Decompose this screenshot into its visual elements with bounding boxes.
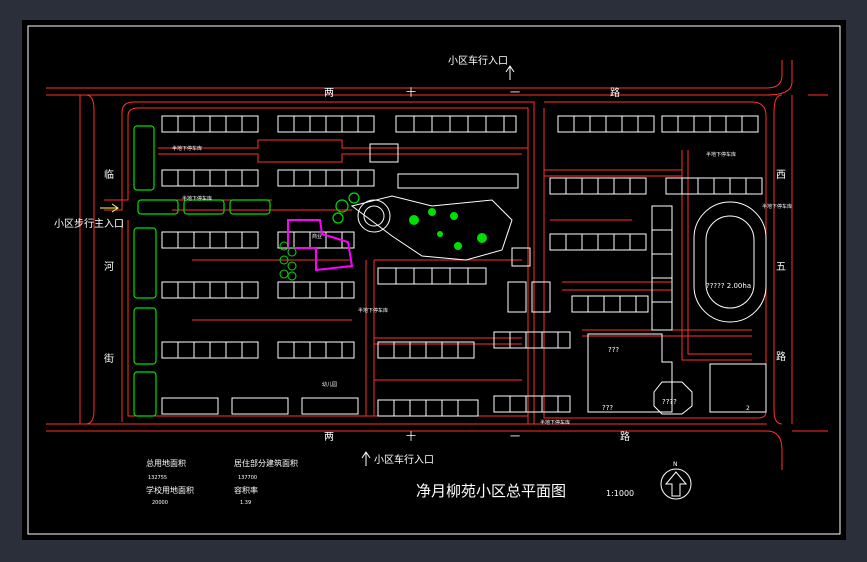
road-bottom-char-1: 两 xyxy=(324,432,334,443)
parking-label-3: 半地下停车库 xyxy=(706,151,736,158)
commercial-center-outline xyxy=(287,219,354,272)
site-area-label: 总用地面积 xyxy=(146,458,186,468)
road-top-char-4: 路 xyxy=(610,86,620,99)
school-building-a xyxy=(587,333,673,413)
parking-label-2: 半地下停车库 xyxy=(182,195,212,202)
road-bottom-char-2: 十 xyxy=(406,430,416,443)
pedestrian-entrance-label: 小区步行主入口 xyxy=(54,217,124,230)
residential-buildings xyxy=(161,115,763,417)
school-building-c xyxy=(709,363,767,413)
parking-label-6: 半地下停车库 xyxy=(540,419,570,426)
school-label-b: ??? xyxy=(602,404,613,412)
school-label-a: ??? xyxy=(608,346,619,354)
residential-area-label: 居住部分建筑面积 xyxy=(234,458,298,468)
parking-label-4: 半地下停车库 xyxy=(762,203,792,210)
bottom-entrance-arrow-icon xyxy=(361,451,371,466)
parking-label-1: 半地下停车库 xyxy=(172,145,202,152)
kindergarten-label: 幼儿园 xyxy=(322,381,337,388)
parking-label-5: 半地下停车库 xyxy=(358,307,388,314)
school-hall xyxy=(653,381,693,415)
central-landscape xyxy=(279,195,513,281)
school-area-value: 20000 xyxy=(152,500,168,506)
green-belts xyxy=(133,125,360,417)
school-label-c: ???? xyxy=(662,398,677,406)
building-unit-dividers xyxy=(177,116,747,416)
road-left-char-1: 临 xyxy=(104,168,114,181)
bottom-vehicle-entrance-label: 小区车行入口 xyxy=(374,453,434,466)
plot-ratio-label: 容积率 xyxy=(234,485,258,495)
road-left-char-2: 河 xyxy=(104,261,114,273)
road-top-char-1: 两 xyxy=(324,88,334,99)
top-entrance-arrow-icon xyxy=(505,65,515,80)
running-track xyxy=(693,201,767,323)
drawing-title: 净月柳苑小区总平面图 xyxy=(416,482,566,500)
center-label: 商业 xyxy=(312,233,322,240)
road-bottom-char-4: 路 xyxy=(620,430,630,443)
road-right-char-3: 路 xyxy=(776,350,786,363)
road-top-char-2: 十 xyxy=(406,86,416,99)
site-area-value: 132755 xyxy=(148,475,167,481)
drawing-scale: 1:1000 xyxy=(606,489,634,498)
site-plan-svg: 半地下停车库 半地下停车库 半地下停车库 半地下停车库 半地下停车库 半地下停车… xyxy=(27,25,841,535)
school-number: 2 xyxy=(746,405,750,412)
road-bottom-char-3: 一 xyxy=(510,432,520,443)
pedestrian-entrance-arrow-icon xyxy=(100,203,119,213)
road-edges xyxy=(46,60,828,470)
drawing-border xyxy=(27,25,841,535)
track-label: ????? 2.00ha xyxy=(706,282,751,290)
school-area-label: 学校用地面积 xyxy=(146,485,194,495)
cad-drawing-canvas[interactable]: 半地下停车库 半地下停车库 半地下停车库 半地下停车库 半地下停车库 半地下停车… xyxy=(22,20,846,540)
top-vehicle-entrance-label: 小区车行入口 xyxy=(448,54,508,67)
tennis-court-2 xyxy=(531,281,551,313)
road-left-char-3: 街 xyxy=(104,352,114,365)
school-sports-area xyxy=(507,201,767,415)
road-top-char-3: 一 xyxy=(510,88,520,99)
road-right-char-2: 五 xyxy=(776,262,786,273)
north-label: N xyxy=(673,461,678,468)
plot-ratio-value: 1.39 xyxy=(240,500,251,506)
residential-area-value: 137700 xyxy=(238,475,257,481)
road-right-char-1: 西 xyxy=(776,170,786,181)
north-arrow-icon: N xyxy=(660,461,692,500)
tennis-court-1 xyxy=(507,281,527,313)
